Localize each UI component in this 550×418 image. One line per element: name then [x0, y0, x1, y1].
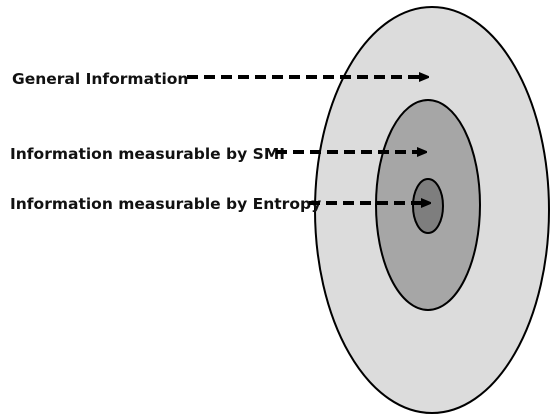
smi-information-label: Information measurable by SMI	[10, 145, 285, 163]
entropy-information-ellipse	[412, 178, 444, 234]
general-information-label: General Information	[12, 70, 188, 88]
entropy-information-label: Information measurable by Entropy	[10, 195, 321, 213]
